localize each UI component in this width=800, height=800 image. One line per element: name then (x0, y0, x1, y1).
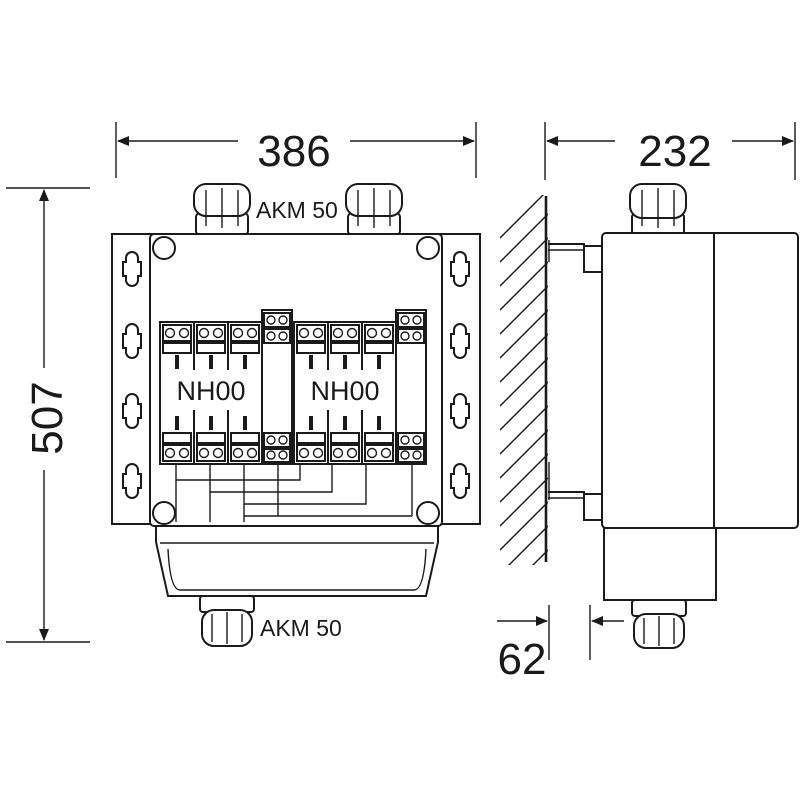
top-gland-label: AKM 50 (256, 197, 338, 223)
bottom-cable-gland (199, 595, 255, 647)
terminal-block-left (261, 309, 293, 465)
fuse-group-left-label: NH00 (176, 376, 245, 406)
side-view (500, 183, 799, 649)
bottom-gland-label: AKM 50 (260, 615, 342, 641)
side-wall-brackets (548, 240, 603, 521)
side-top-cable-gland (629, 183, 687, 235)
top-left-cable-gland (193, 183, 251, 236)
internal-wiring (175, 464, 413, 522)
fuse-group-left: NH00 (159, 321, 263, 465)
top-right-cable-gland (345, 183, 403, 236)
corner-screws (152, 236, 440, 525)
offset-dimension-label: 62 (498, 635, 547, 684)
wall-hatching (500, 195, 548, 565)
front-view: AKM 50 (111, 183, 481, 647)
side-enclosure-body (601, 232, 799, 529)
fuse-group-right-label: NH00 (310, 376, 379, 406)
bottom-cable-hood (155, 523, 439, 597)
width-dimension: 386 (115, 122, 477, 178)
terminal-block-right (395, 309, 427, 465)
side-bottom-cable-gland (631, 599, 687, 649)
left-mounting-bracket (111, 233, 153, 525)
depth-dimension: 232 (544, 122, 796, 180)
offset-dimension: 62 (497, 605, 624, 684)
height-dimension: 507 (6, 187, 90, 643)
depth-dimension-label: 232 (638, 127, 711, 176)
fuse-group-right: NH00 (293, 321, 397, 465)
right-mounting-bracket (439, 233, 481, 525)
width-dimension-label: 386 (257, 127, 330, 176)
height-dimension-label: 507 (23, 381, 72, 454)
side-cable-hood (603, 527, 717, 601)
